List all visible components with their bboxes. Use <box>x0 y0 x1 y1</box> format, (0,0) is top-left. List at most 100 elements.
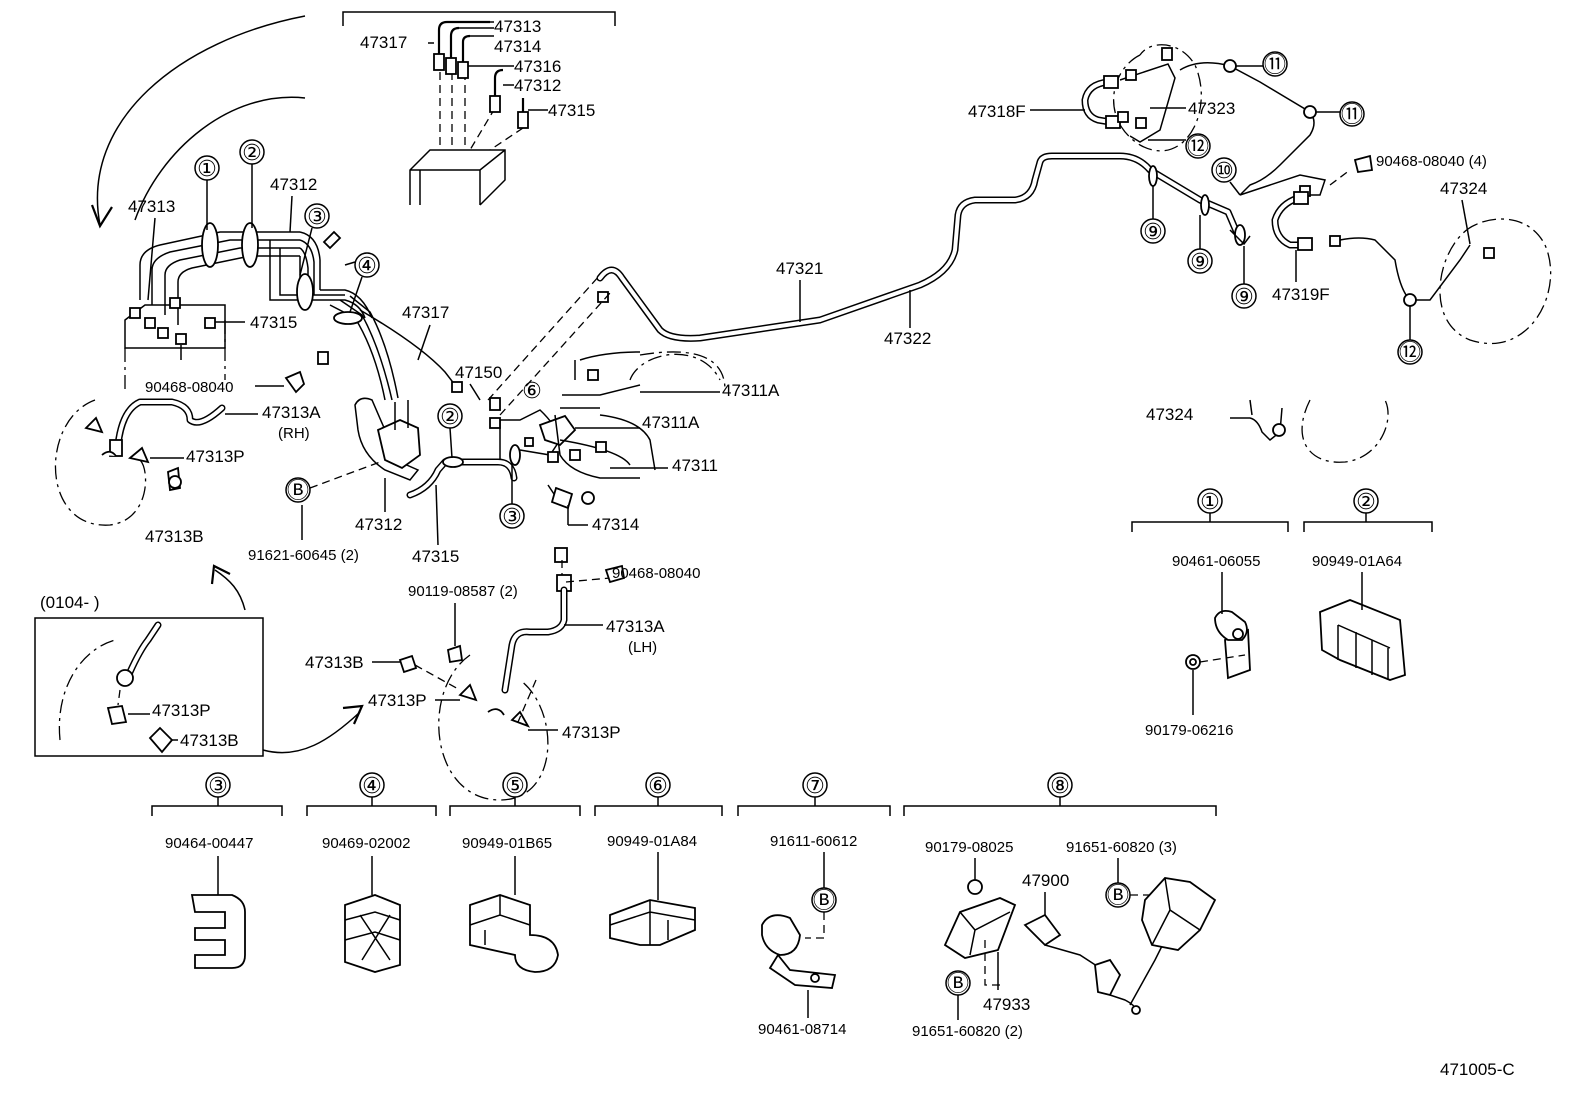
callout-11-b-num: ⑪ <box>1341 102 1363 127</box>
label-47321: 47321 <box>776 259 823 278</box>
detail-8-num: ⑧ <box>1050 773 1070 798</box>
callout-3-mid-num: ③ <box>502 504 522 529</box>
callout-3 <box>299 203 330 276</box>
label-47314-mid: 47314 <box>592 515 639 534</box>
detail-8-b-upper: Ⓑ <box>1107 883 1129 908</box>
callout-9-c <box>1231 246 1257 309</box>
label-47311A-upper: 47311A <box>722 381 780 400</box>
label-47312-mid: 47312 <box>355 515 402 534</box>
callout-9-a-num: ⑨ <box>1143 219 1163 244</box>
detail-7-b: Ⓑ <box>813 888 835 913</box>
label-47317-mid: 47317 <box>402 303 449 322</box>
label-47324-upper: 47324 <box>1440 179 1487 198</box>
label-90464-00447: 90464-00447 <box>165 835 253 852</box>
rear-upper-hose <box>1081 44 1552 345</box>
label-47315-mid: 47315 <box>412 547 459 566</box>
detail-4 <box>306 772 437 973</box>
label-90461-08714: 90461-08714 <box>758 1021 846 1038</box>
label-rh: (RH) <box>278 425 310 442</box>
detail-2-num: ② <box>1356 489 1376 514</box>
front-lh-brake <box>398 547 626 801</box>
label-47313A-lh: 47313A <box>606 617 665 636</box>
callout-10 <box>1211 157 1241 196</box>
callout-12-a <box>1148 133 1211 159</box>
callout-9-b <box>1187 215 1213 274</box>
label-91651-60820-3: 91651-60820 (3) <box>1066 839 1177 856</box>
label-90119-08587: 90119-08587 (2) <box>408 583 518 600</box>
label-47322: 47322 <box>884 329 931 348</box>
curved-arrow-top <box>96 15 306 226</box>
callout-10-num: ⑩ <box>1214 158 1234 183</box>
label-47933: 47933 <box>983 995 1030 1014</box>
detail-1-num: ① <box>1200 489 1220 514</box>
label-47313P-lh-2: 47313P <box>562 723 621 742</box>
label-90461-06055: 90461-06055 <box>1172 553 1260 570</box>
callout-12-a-num: ⑫ <box>1187 134 1209 159</box>
label-47313-top: 47313 <box>494 17 541 36</box>
callout-11-a-num: ⑪ <box>1264 52 1286 77</box>
inset-label: (0104- ) <box>40 593 100 612</box>
label-91651-60820-2: 91651-60820 (2) <box>912 1023 1023 1040</box>
diagram-id: 471005-C <box>1440 1060 1515 1079</box>
callout-4 <box>349 252 380 313</box>
label-47313A-rh: 47313A <box>262 403 321 422</box>
front-rh-brake <box>54 398 226 526</box>
callout-9-a <box>1140 186 1166 244</box>
detail-1 <box>1131 488 1289 680</box>
label-47314-top: 47314 <box>494 37 541 56</box>
center-valve-area <box>354 274 726 510</box>
detail-8-b-lower: Ⓑ <box>947 971 969 996</box>
callout-1-num: ① <box>197 156 217 181</box>
label-47311: 47311 <box>672 456 718 475</box>
callout-2-num: ② <box>242 140 262 165</box>
detail-7 <box>737 772 891 989</box>
detail-2 <box>1303 488 1433 681</box>
label-47323: 47323 <box>1188 99 1235 118</box>
callout-3-mid <box>499 465 525 529</box>
callout-1 <box>194 155 220 230</box>
callout-6-mid-num: ⑥ <box>522 378 542 403</box>
label-91621-60645: 91621-60645 (2) <box>248 547 359 564</box>
callout-b-left-letter: Ⓑ <box>287 478 309 503</box>
label-47316: 47316 <box>514 57 561 76</box>
label-90949-01B65: 90949-01B65 <box>462 835 552 852</box>
callout-9-b-num: ⑨ <box>1190 249 1210 274</box>
label-90468-08040-left: 90468-08040 <box>145 379 233 396</box>
label-47324-lower: 47324 <box>1146 405 1193 424</box>
label-47313B-inset: 47313B <box>180 731 239 750</box>
label-47150: 47150 <box>455 363 502 382</box>
rear-pipes <box>596 152 1251 342</box>
label-lh: (LH) <box>628 639 657 656</box>
label-47312-top: 47312 <box>514 76 561 95</box>
callout-4-num: ④ <box>357 253 377 278</box>
callout-11-a <box>1236 51 1288 77</box>
label-91611-60612: 91611-60612 <box>770 833 857 850</box>
detail-5 <box>449 772 581 973</box>
callout-2-mid <box>437 403 463 459</box>
detail-4-num: ④ <box>362 773 382 798</box>
detail-7-num: ⑦ <box>805 773 825 798</box>
label-47900: 47900 <box>1022 871 1069 890</box>
detail-3 <box>151 772 283 969</box>
label-90469-02002: 90469-02002 <box>322 835 410 852</box>
rear-rh-partial <box>1230 399 1389 463</box>
label-47315-top: 47315 <box>548 101 595 120</box>
callout-9-c-num: ⑨ <box>1234 284 1254 309</box>
detail-6-num: ⑥ <box>648 773 668 798</box>
callout-12-b-num: ⑫ <box>1399 340 1421 365</box>
detail-5-num: ⑤ <box>505 773 525 798</box>
callout-2 <box>239 139 265 228</box>
label-90468-08040-mid: 90468-08040 <box>612 565 700 582</box>
label-47318F: 47318F <box>968 102 1026 121</box>
label-47317-top: 47317 <box>360 33 407 52</box>
callout-11-b <box>1316 101 1365 127</box>
detail-6 <box>594 772 723 946</box>
label-90468-08040-4: 90468-08040 (4) <box>1376 153 1487 170</box>
master-cylinder-detail: 47313 47314 47316 47312 47315 47317 <box>342 11 616 206</box>
label-90949-01A64: 90949-01A64 <box>1312 553 1402 570</box>
label-47312-upper: 47312 <box>270 175 317 194</box>
label-47313P-lh-1: 47313P <box>368 691 427 710</box>
callout-2-mid-num: ② <box>440 404 460 429</box>
